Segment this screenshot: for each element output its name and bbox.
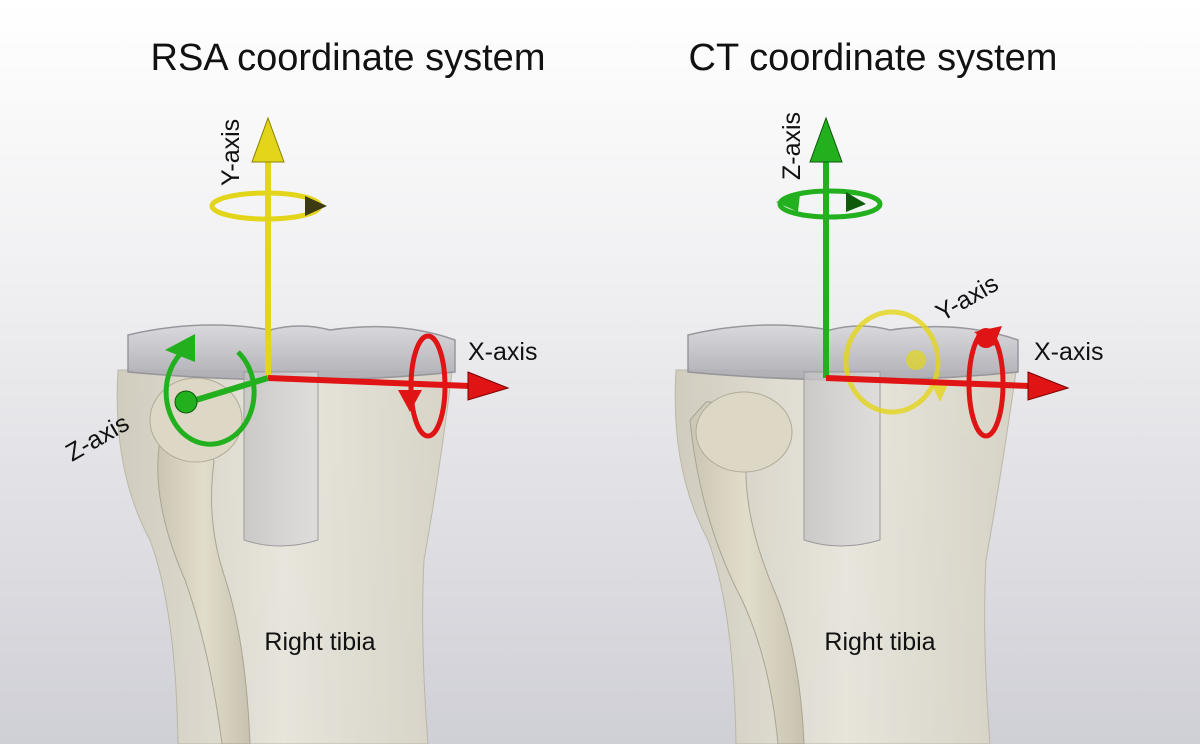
rsa-y-label: Y-axis bbox=[217, 119, 245, 186]
rsa-x-label: X-axis bbox=[468, 338, 537, 366]
ct-z-axis: Z-axis bbox=[776, 112, 883, 378]
rsa-bone-label: Right tibia bbox=[264, 628, 375, 656]
implant-stem bbox=[803, 371, 881, 547]
ct-bone-label: Right tibia bbox=[824, 628, 935, 656]
ct-y-label: Y-axis bbox=[931, 269, 1003, 327]
fibular-head bbox=[695, 391, 793, 473]
ct-title: CT coordinate system bbox=[689, 37, 1058, 79]
tibia-model bbox=[116, 324, 456, 744]
rsa-panel: RSA coordinate system Y-axis bbox=[61, 37, 545, 744]
ct-z-label: Z-axis bbox=[778, 112, 806, 180]
rsa-title: RSA coordinate system bbox=[151, 37, 546, 79]
ct-x-axis: X-axis bbox=[825, 326, 1103, 439]
tibia-model bbox=[674, 324, 1019, 744]
rsa-x-axis: X-axis bbox=[267, 333, 537, 439]
fibula bbox=[157, 419, 251, 744]
implant-stem bbox=[243, 371, 319, 547]
ct-x-label: X-axis bbox=[1034, 338, 1103, 366]
rsa-y-axis: Y-axis bbox=[209, 116, 327, 378]
ct-panel: CT coordinate system Y-axis Z-axis bbox=[674, 37, 1103, 744]
